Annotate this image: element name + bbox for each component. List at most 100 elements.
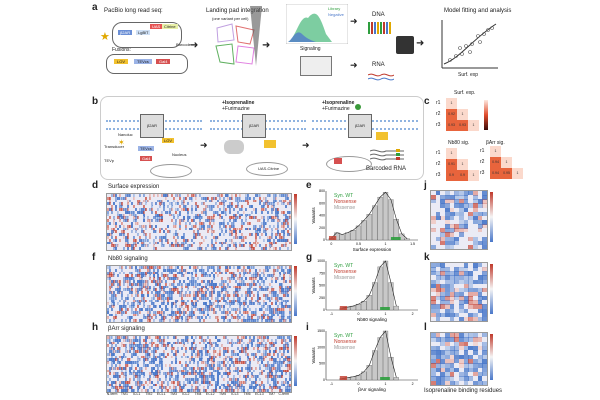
heat-cell <box>241 194 244 198</box>
uas-citrine-2: UAS-Citrine <box>258 166 280 171</box>
heat-cell <box>139 208 142 212</box>
heat-cell <box>215 227 218 231</box>
heat-cell <box>245 202 248 206</box>
heat-cell <box>267 196 270 201</box>
heat-cell <box>287 205 290 209</box>
heat-cell <box>241 222 244 226</box>
heat-cell <box>255 222 258 226</box>
heat-cell <box>231 224 234 229</box>
heat-cell <box>271 202 274 206</box>
heat-cell <box>191 222 194 226</box>
heat-cell <box>261 224 264 229</box>
heat-cell <box>163 216 166 220</box>
heat-cell <box>259 208 262 212</box>
heat-cell <box>131 230 134 234</box>
heat-cell <box>185 202 188 206</box>
heat-cell <box>181 227 184 231</box>
heat-cell <box>263 219 266 223</box>
heat-cell <box>119 219 122 223</box>
panel-label-f: f <box>92 252 96 263</box>
heat-cell <box>125 224 128 229</box>
f-title: Nb80 signaling <box>108 256 148 262</box>
heat-cell <box>121 210 124 215</box>
heat-cell <box>145 224 148 229</box>
heat-cell <box>137 202 140 206</box>
heat-cell <box>155 230 158 234</box>
heat-cell <box>181 213 184 217</box>
heat-cell <box>233 194 236 198</box>
heat-cell <box>185 227 188 231</box>
heat-cell <box>265 208 268 212</box>
heat-cell <box>283 216 286 220</box>
part-gal4: Gal4 <box>140 156 153 161</box>
heat-cell <box>239 205 242 209</box>
heat-cell <box>157 194 160 198</box>
heat-cell <box>215 216 218 220</box>
arrow-right-icon-2: ➜ <box>262 40 271 51</box>
heat-cell <box>179 216 182 220</box>
heat-cell <box>221 196 224 201</box>
heat-cell <box>195 208 198 212</box>
heat-cell <box>157 216 160 220</box>
heat-cell <box>207 216 210 220</box>
heat-cell <box>269 216 272 220</box>
model-title: Model fitting and analysis <box>444 8 512 14</box>
heat-cell <box>157 205 160 209</box>
heat-cell <box>113 222 116 226</box>
heat-cell <box>129 199 132 203</box>
heat-cell <box>209 216 212 220</box>
heat-cell <box>243 196 246 201</box>
heat-cell <box>179 194 182 198</box>
heat-cell <box>289 230 291 234</box>
heat-cell <box>203 222 206 226</box>
heat-cell <box>265 230 268 234</box>
heat-cell <box>265 219 268 223</box>
heat-cell <box>203 224 206 229</box>
heat-cell <box>133 227 136 231</box>
heat-cell <box>199 230 202 234</box>
heat-cell <box>135 216 138 220</box>
rna-barcodes <box>368 73 394 81</box>
heat-cell <box>167 216 170 220</box>
heat-cell <box>139 199 142 203</box>
heat-cell <box>237 219 240 223</box>
heat-cell <box>193 194 196 198</box>
heat-cell <box>247 230 250 234</box>
nucleus-2 <box>246 162 288 176</box>
heat-cell <box>173 216 176 220</box>
heat-cell <box>127 202 130 206</box>
heat-cell <box>111 233 114 237</box>
heat-cell <box>205 230 208 234</box>
heat-cell <box>199 224 202 229</box>
heat-cell <box>225 210 228 215</box>
heat-cell <box>255 213 258 217</box>
dna-barcodes <box>368 22 391 34</box>
heat-cell <box>131 210 134 215</box>
heat-cell <box>173 230 176 234</box>
heat-cell <box>271 199 274 203</box>
heat-cell <box>165 216 168 220</box>
heat-cell <box>199 205 202 209</box>
heat-cell <box>113 208 116 212</box>
heat-cell <box>153 199 156 203</box>
heat-cell <box>175 202 178 206</box>
heat-cell <box>229 202 232 206</box>
heat-cell <box>209 199 212 203</box>
heat-cell <box>177 208 180 212</box>
heat-cell <box>189 196 192 201</box>
dna-label: DNA <box>372 12 385 18</box>
heat-cell <box>147 208 150 212</box>
heat-cell <box>119 224 122 229</box>
heat-cell <box>143 196 146 201</box>
heat-cell <box>139 202 142 206</box>
heat-cell <box>277 219 280 223</box>
heat-cell <box>237 213 240 217</box>
heat-cell <box>145 199 148 203</box>
heat-cell <box>277 213 280 217</box>
heat-cell <box>289 199 291 203</box>
heat-cell <box>205 227 208 231</box>
heat-cell <box>125 219 128 223</box>
heat-cell <box>263 196 266 201</box>
heat-cell <box>259 202 262 206</box>
heat-cell <box>229 205 232 209</box>
